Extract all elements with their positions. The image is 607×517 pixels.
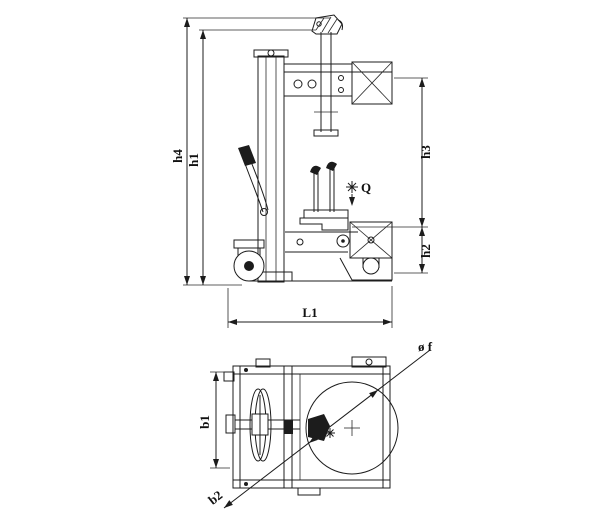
dim-label-L1: L1 (302, 305, 317, 320)
dim-label-h4: h4 (170, 149, 185, 163)
dim-label-h3: h3 (418, 145, 433, 159)
base-frame (264, 221, 393, 282)
drum-circle (305, 381, 399, 475)
plan-frame (223, 356, 391, 496)
dim-label-b2: b2 (205, 487, 225, 507)
dimension-b1: b1 (197, 371, 230, 469)
dim-label-Q: Q (361, 180, 371, 195)
dimension-h1: h1 (186, 29, 316, 285)
pump-handle (238, 145, 269, 216)
lower-gripper (299, 161, 349, 231)
carriage-arm (284, 32, 393, 137)
dim-label-h1: h1 (186, 153, 201, 167)
dim-label-h2: h2 (418, 244, 433, 258)
dimension-L1: L1 (227, 286, 393, 328)
mast (249, 49, 293, 283)
handwheel (225, 388, 300, 462)
load-point-star-icon (346, 181, 358, 193)
steer-wheel (233, 239, 265, 282)
dimension-h3: h3 (352, 77, 433, 228)
dimension-h2: h2 (394, 227, 433, 274)
clamp-star-icon (325, 428, 335, 438)
dim-label-b1: b1 (197, 415, 212, 429)
dim-label-diameter: ø f (418, 339, 433, 354)
drum-clamp (308, 414, 330, 441)
load-point-q: Q (346, 180, 371, 206)
plan-column (283, 366, 301, 488)
dimension-h4: h4 (170, 17, 330, 286)
plan-view: b1 ø f b2 (197, 339, 433, 509)
side-view: h4 h1 h3 h2 (170, 14, 433, 328)
